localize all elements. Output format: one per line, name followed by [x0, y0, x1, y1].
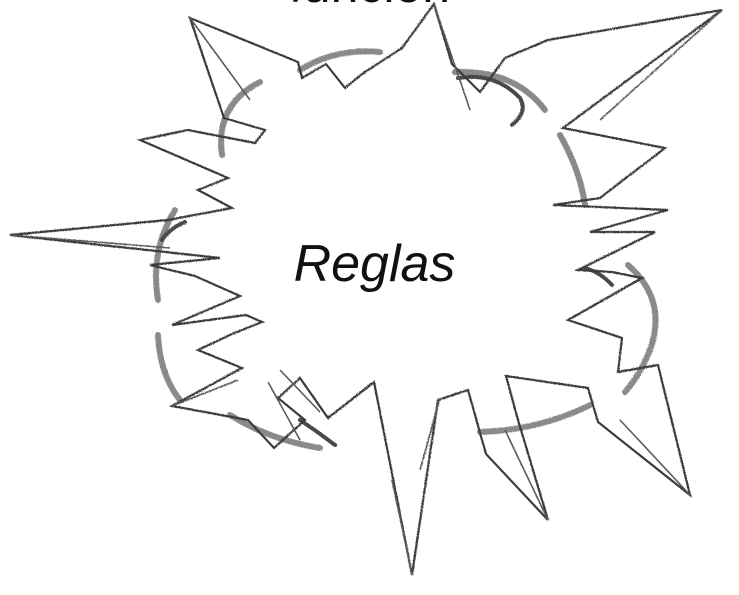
top-label: función: [0, 0, 739, 10]
accent-bottom-left: [300, 420, 335, 445]
center-label: Reglas: [0, 236, 739, 292]
arc-lower-left: [158, 335, 180, 400]
arc-top-center: [300, 51, 380, 70]
